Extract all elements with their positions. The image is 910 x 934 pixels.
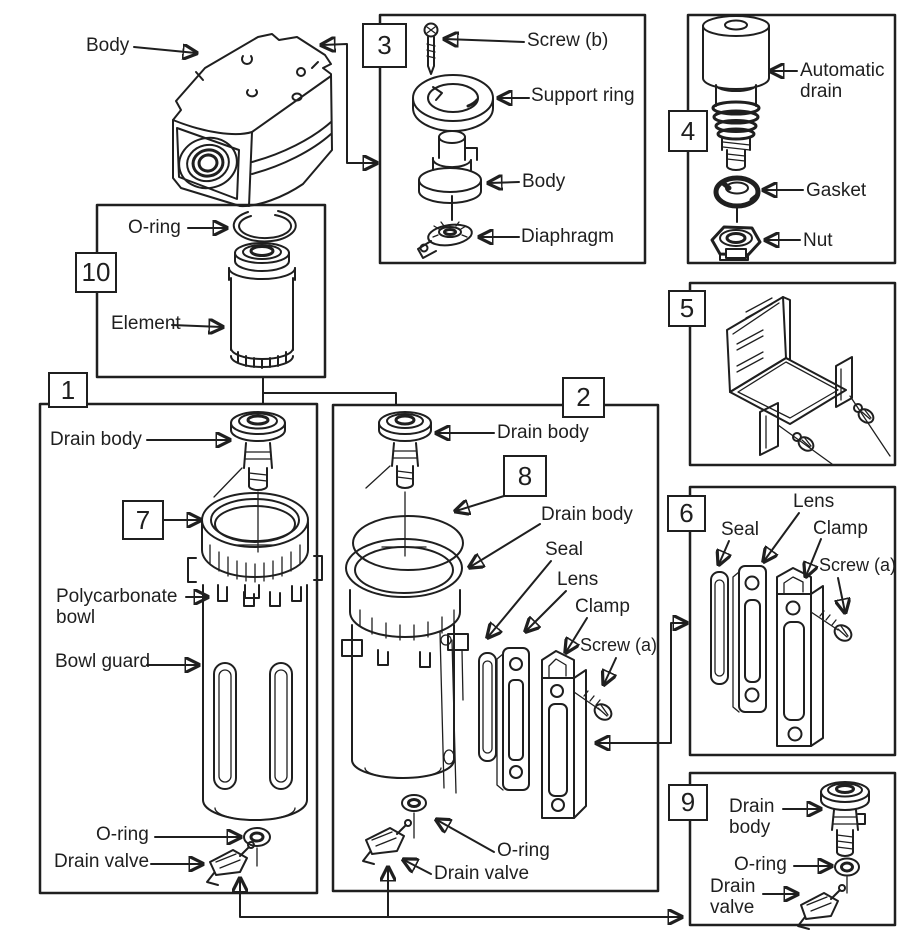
callout-5-number: 5 bbox=[679, 293, 695, 323]
callout-box-7: 7 bbox=[122, 500, 164, 540]
panel-1-parts bbox=[187, 411, 323, 886]
panel4-gasket-label: Gasket bbox=[806, 180, 867, 201]
panel1-polycarbonate-bowl-label: Polycarbonate bowl bbox=[56, 586, 178, 629]
panel6-screw-a-label: Screw (a) bbox=[819, 555, 897, 575]
panel4-nut-label: Nut bbox=[803, 230, 833, 251]
panel9-drain-body-label: Drain body bbox=[729, 796, 775, 839]
panel-3-parts bbox=[412, 22, 494, 259]
panel-5-frame bbox=[688, 281, 897, 467]
panel6-lens-label: Lens bbox=[793, 491, 835, 512]
panel2-lens-label: Lens bbox=[557, 569, 599, 590]
panel1-drain-body-label: Drain body bbox=[50, 429, 142, 450]
callout-7-number: 7 bbox=[135, 504, 151, 535]
callout-box-9: 9 bbox=[668, 784, 708, 821]
callout-2-number: 2 bbox=[576, 382, 591, 412]
callout-4-number: 4 bbox=[680, 115, 696, 146]
callout-box-6: 6 bbox=[667, 495, 706, 532]
callout-3-number: 3 bbox=[377, 30, 392, 60]
panel2-clamp-label: Clamp bbox=[575, 596, 630, 617]
panel2-drain-body-label: Drain body bbox=[541, 504, 633, 525]
panel10-element-label: Element bbox=[111, 313, 181, 334]
panel6-clamp-label: Clamp bbox=[813, 518, 868, 539]
main-body-drawing bbox=[172, 33, 333, 208]
panel1-o-ring-label: O-ring bbox=[96, 824, 149, 845]
label-arrows bbox=[133, 39, 845, 894]
panel3-support-ring-label: Support ring bbox=[531, 85, 635, 106]
callout-box-3: 3 bbox=[362, 23, 407, 68]
panel-10-parts bbox=[228, 210, 297, 369]
panel-2-parts bbox=[341, 411, 613, 865]
panel-frames bbox=[38, 13, 897, 927]
panel-9-parts bbox=[797, 781, 870, 930]
panel3-screw-b-label: Screw (b) bbox=[527, 30, 609, 51]
panel9-o-ring-label: O-ring bbox=[734, 854, 787, 875]
panel3-diaphragm-label: Diaphragm bbox=[521, 226, 614, 247]
panel2-o-ring-label: O-ring bbox=[497, 840, 550, 861]
panel3-body-label: Body bbox=[522, 171, 566, 192]
callout-box-4: 4 bbox=[668, 110, 708, 152]
panel2-seal-label: Seal bbox=[545, 539, 584, 560]
panel-4-parts bbox=[702, 15, 770, 261]
callout-1-number: 1 bbox=[60, 374, 76, 405]
panel2-drain-valve-label: Drain valve bbox=[434, 863, 530, 884]
panel-4-frame bbox=[686, 13, 897, 265]
callout-8-number: 8 bbox=[517, 460, 533, 491]
callout-9-number: 9 bbox=[680, 787, 696, 817]
callout-box-2: 2 bbox=[562, 377, 605, 418]
panel2-screw-a-label: Screw (a) bbox=[580, 635, 658, 655]
callout-box-5: 5 bbox=[668, 290, 706, 327]
panel4-automatic-drain-label: Automatic drain bbox=[800, 60, 885, 103]
panel-3-frame bbox=[378, 13, 647, 265]
connector-lines bbox=[240, 44, 686, 917]
panel-6-parts bbox=[710, 565, 853, 747]
panel-5-parts bbox=[726, 296, 891, 465]
panel10-o-ring-label: O-ring bbox=[128, 217, 181, 238]
panel2-drain-body-top-label: Drain body bbox=[497, 422, 589, 443]
panel-1-frame bbox=[38, 402, 319, 895]
panel9-drain-valve-label: Drain valve bbox=[710, 876, 756, 919]
callout-10-number: 10 bbox=[81, 257, 111, 287]
callout-box-10: 10 bbox=[75, 252, 117, 293]
panel1-drain-valve-label: Drain valve bbox=[54, 851, 150, 872]
callout-box-1: 1 bbox=[48, 372, 88, 408]
main-body-label: Body bbox=[86, 35, 130, 56]
callout-box-8: 8 bbox=[503, 455, 547, 497]
panel1-bowl-guard-label: Bowl guard bbox=[55, 651, 151, 672]
callout-6-number: 6 bbox=[679, 498, 694, 528]
panel6-seal-label: Seal bbox=[721, 519, 760, 540]
